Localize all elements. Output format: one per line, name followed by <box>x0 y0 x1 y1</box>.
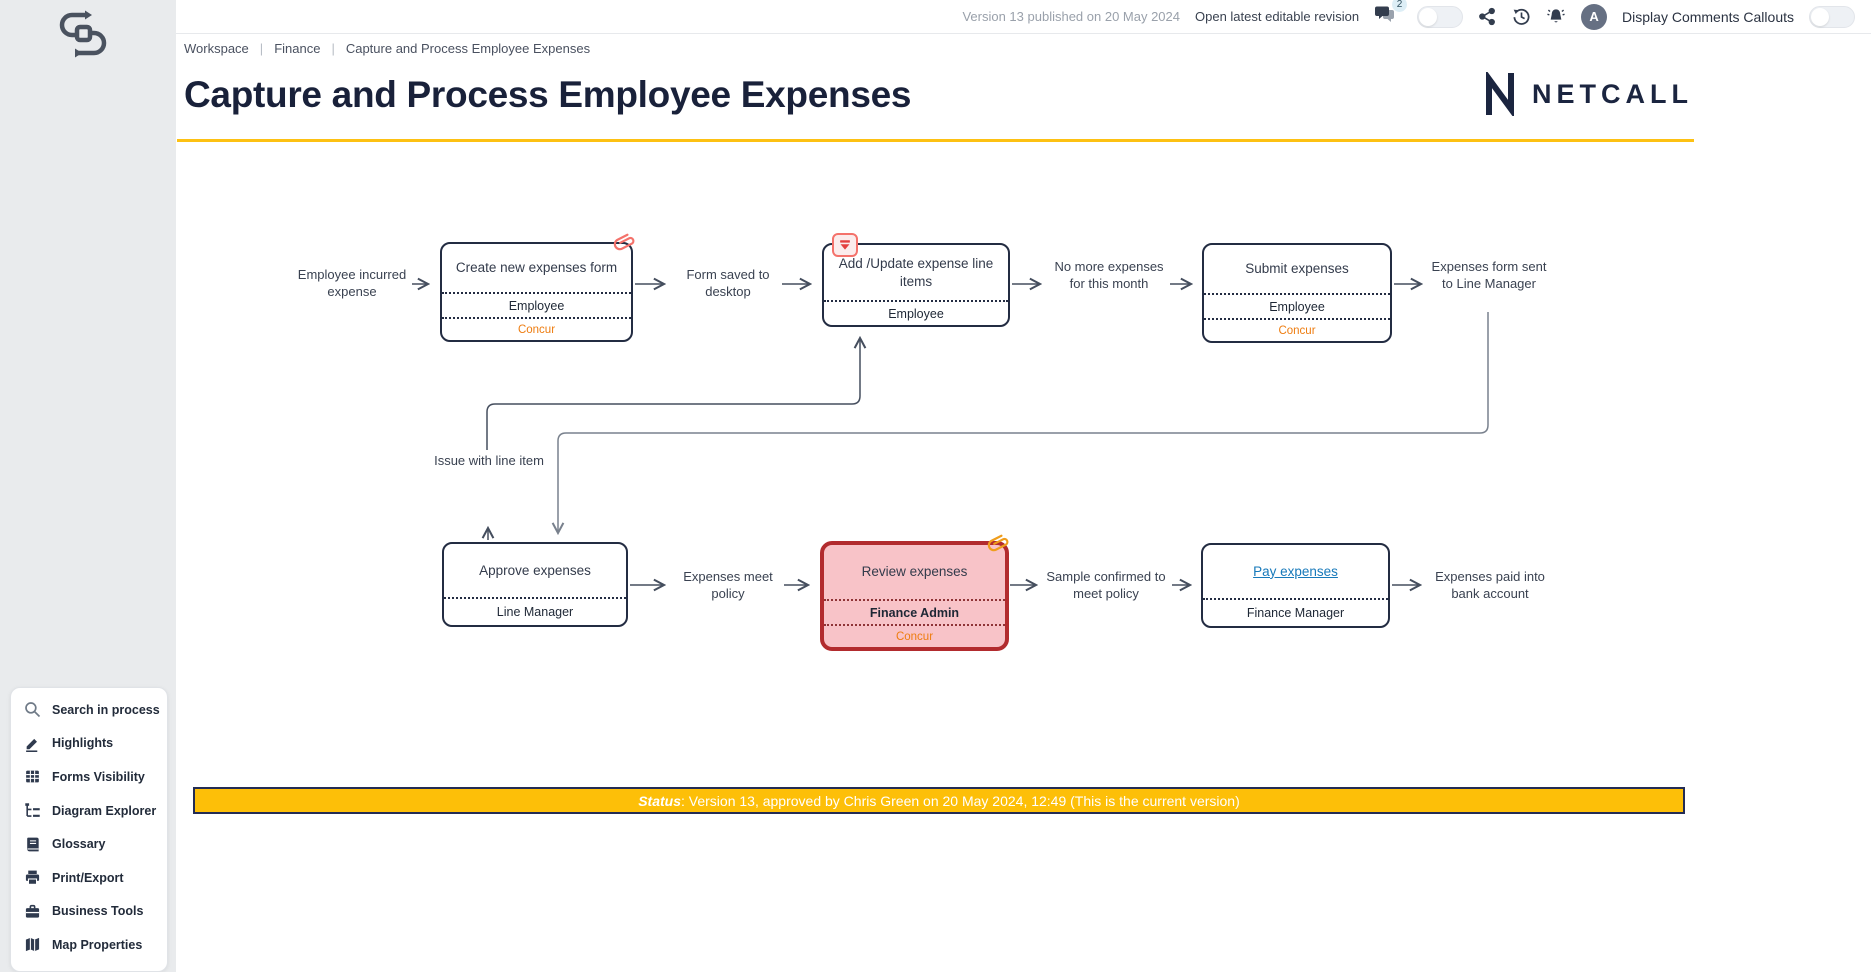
node-role: Line Manager <box>444 597 626 625</box>
sidebar-item-print-export[interactable]: Print/Export <box>11 861 167 895</box>
breadcrumb: Workspace | Finance | Capture and Proces… <box>176 34 1871 62</box>
sidebar-item-label: Highlights <box>52 736 114 751</box>
sidebar-item-diagram-explorer[interactable]: Diagram Explorer <box>11 794 167 828</box>
grid-icon <box>24 768 41 785</box>
node-role: Employee <box>1204 293 1390 318</box>
brand-logo: NETCALL <box>1481 72 1693 116</box>
display-comments-toggle[interactable] <box>1809 5 1855 28</box>
toggle-knob <box>1811 7 1829 26</box>
history-icon <box>1513 8 1530 25</box>
comments-icon <box>1375 6 1395 22</box>
status-bar: Status: Version 13, approved by Chris Gr… <box>193 787 1685 814</box>
node-add-update-expense-line-items[interactable]: Add /Update expense line items Employee <box>822 233 1010 327</box>
sidebar-item-label: Print/Export <box>52 870 124 885</box>
brand-text: NETCALL <box>1532 78 1693 109</box>
flow-label-no-more-expenses: No more expenses for this month <box>1054 259 1164 292</box>
node-system: Concur <box>824 624 1005 647</box>
sidebar-item-label: Business Tools <box>52 904 144 919</box>
flow-label-expenses-meet-policy: Expenses meet policy <box>683 569 773 602</box>
highlighter-icon <box>24 735 41 752</box>
flow-label-expenses-form-sent: Expenses form sent to Line Manager <box>1431 259 1547 292</box>
sidebar-item-glossary[interactable]: Glossary <box>11 827 167 861</box>
tree-icon <box>24 802 41 819</box>
netcall-n-icon <box>1486 72 1515 116</box>
node-title: Review expenses <box>861 564 968 580</box>
sidebar-item-map-properties[interactable]: Map Properties <box>11 928 167 962</box>
breadcrumb-separator: | <box>331 40 335 56</box>
printer-icon <box>24 869 41 886</box>
side-menu: Search in process Highlights Forms Visib… <box>10 687 168 972</box>
breadcrumb-current: Capture and Process Employee Expenses <box>345 40 591 56</box>
toggle-knob <box>1419 7 1438 26</box>
attachment-paperclip-icon[interactable] <box>609 228 638 260</box>
briefcase-icon <box>24 903 41 920</box>
sidebar-item-business-tools[interactable]: Business Tools <box>11 895 167 929</box>
page-title: Capture and Process Employee Expenses <box>184 74 912 115</box>
status-text: : Version 13, approved by Chris Green on… <box>681 792 1240 809</box>
node-approve-expenses[interactable]: Approve expenses Line Manager <box>442 542 628 627</box>
flow-label-employee-incurred-expense: Employee incurred expense <box>297 267 407 300</box>
sidebar-item-label: Search in process <box>52 702 160 717</box>
search-icon <box>24 701 41 718</box>
sidebar-item-label: Forms Visibility <box>52 769 145 784</box>
node-title: Approve expenses <box>479 562 591 578</box>
flow-label-form-saved-to-desktop: Form saved to desktop <box>686 267 770 300</box>
node-title: Create new expenses form <box>455 260 618 276</box>
node-pay-expenses[interactable]: Pay expenses Finance Manager <box>1201 543 1390 628</box>
display-comments-label: Display Comments Callouts <box>1622 8 1794 25</box>
breadcrumb-workspace[interactable]: Workspace <box>184 40 249 56</box>
node-review-expenses[interactable]: Review expenses Finance Admin Concur <box>820 534 1009 651</box>
notifications-button[interactable] <box>1546 7 1566 26</box>
sidebar-item-highlights[interactable]: Highlights <box>11 727 167 761</box>
app-logo[interactable] <box>52 8 114 60</box>
flow-label-sample-confirmed: Sample confirmed to meet policy <box>1046 569 1166 602</box>
sidebar-item-label: Glossary <box>52 837 106 852</box>
breadcrumb-finance[interactable]: Finance <box>274 40 321 56</box>
title-underline <box>177 139 1694 142</box>
breadcrumb-separator: | <box>259 40 264 56</box>
avatar[interactable]: A <box>1581 3 1608 30</box>
node-role: Employee <box>824 300 1008 325</box>
flow-logo-icon <box>59 10 107 58</box>
status-label: Status <box>638 792 682 809</box>
inline-toggle[interactable] <box>1417 5 1464 28</box>
comments-button[interactable]: 2 <box>1374 0 1408 28</box>
node-role: Finance Admin <box>824 599 1005 624</box>
node-role: Employee <box>442 292 631 317</box>
node-role: Finance Manager <box>1203 598 1388 626</box>
node-title: Submit expenses <box>1245 261 1349 277</box>
sidebar-item-forms-visibility[interactable]: Forms Visibility <box>11 760 167 794</box>
node-title: Pay expenses <box>1203 545 1388 598</box>
node-system: Concur <box>442 317 631 340</box>
sidebar: Search in process Highlights Forms Visib… <box>0 0 176 972</box>
sidebar-item-label: Diagram Explorer <box>52 803 157 818</box>
node-system: Concur <box>1204 318 1390 341</box>
node-title: Add /Update expense line items <box>838 255 994 289</box>
sidebar-item-label: Map Properties <box>52 937 143 952</box>
history-button[interactable] <box>1512 7 1531 26</box>
bell-icon <box>1547 9 1565 23</box>
flow-label-issue-with-line-item: Issue with line item <box>434 453 544 468</box>
attachment-paperclip-icon[interactable] <box>983 529 1012 561</box>
node-submit-expenses[interactable]: Submit expenses Employee Concur <box>1202 243 1392 343</box>
pay-expenses-link[interactable]: Pay expenses <box>1253 563 1338 579</box>
share-icon <box>1479 7 1495 26</box>
flow-label-expenses-paid: Expenses paid into bank account <box>1435 569 1545 602</box>
comments-count-badge: 2 <box>1392 0 1408 12</box>
book-icon <box>24 836 41 853</box>
share-button[interactable] <box>1478 7 1497 26</box>
topbar: Version 13 published on 20 May 2024 Open… <box>176 0 1871 34</box>
open-latest-revision-link[interactable]: Open latest editable revision <box>1195 9 1360 24</box>
map-icon <box>24 936 41 953</box>
node-create-new-expenses-form[interactable]: Create new expenses form Employee Concur <box>440 233 635 342</box>
dropdown-flag-icon[interactable] <box>832 233 858 257</box>
version-text: Version 13 published on 20 May 2024 <box>962 9 1180 24</box>
sidebar-item-search-in-process[interactable]: Search in process <box>11 693 167 727</box>
